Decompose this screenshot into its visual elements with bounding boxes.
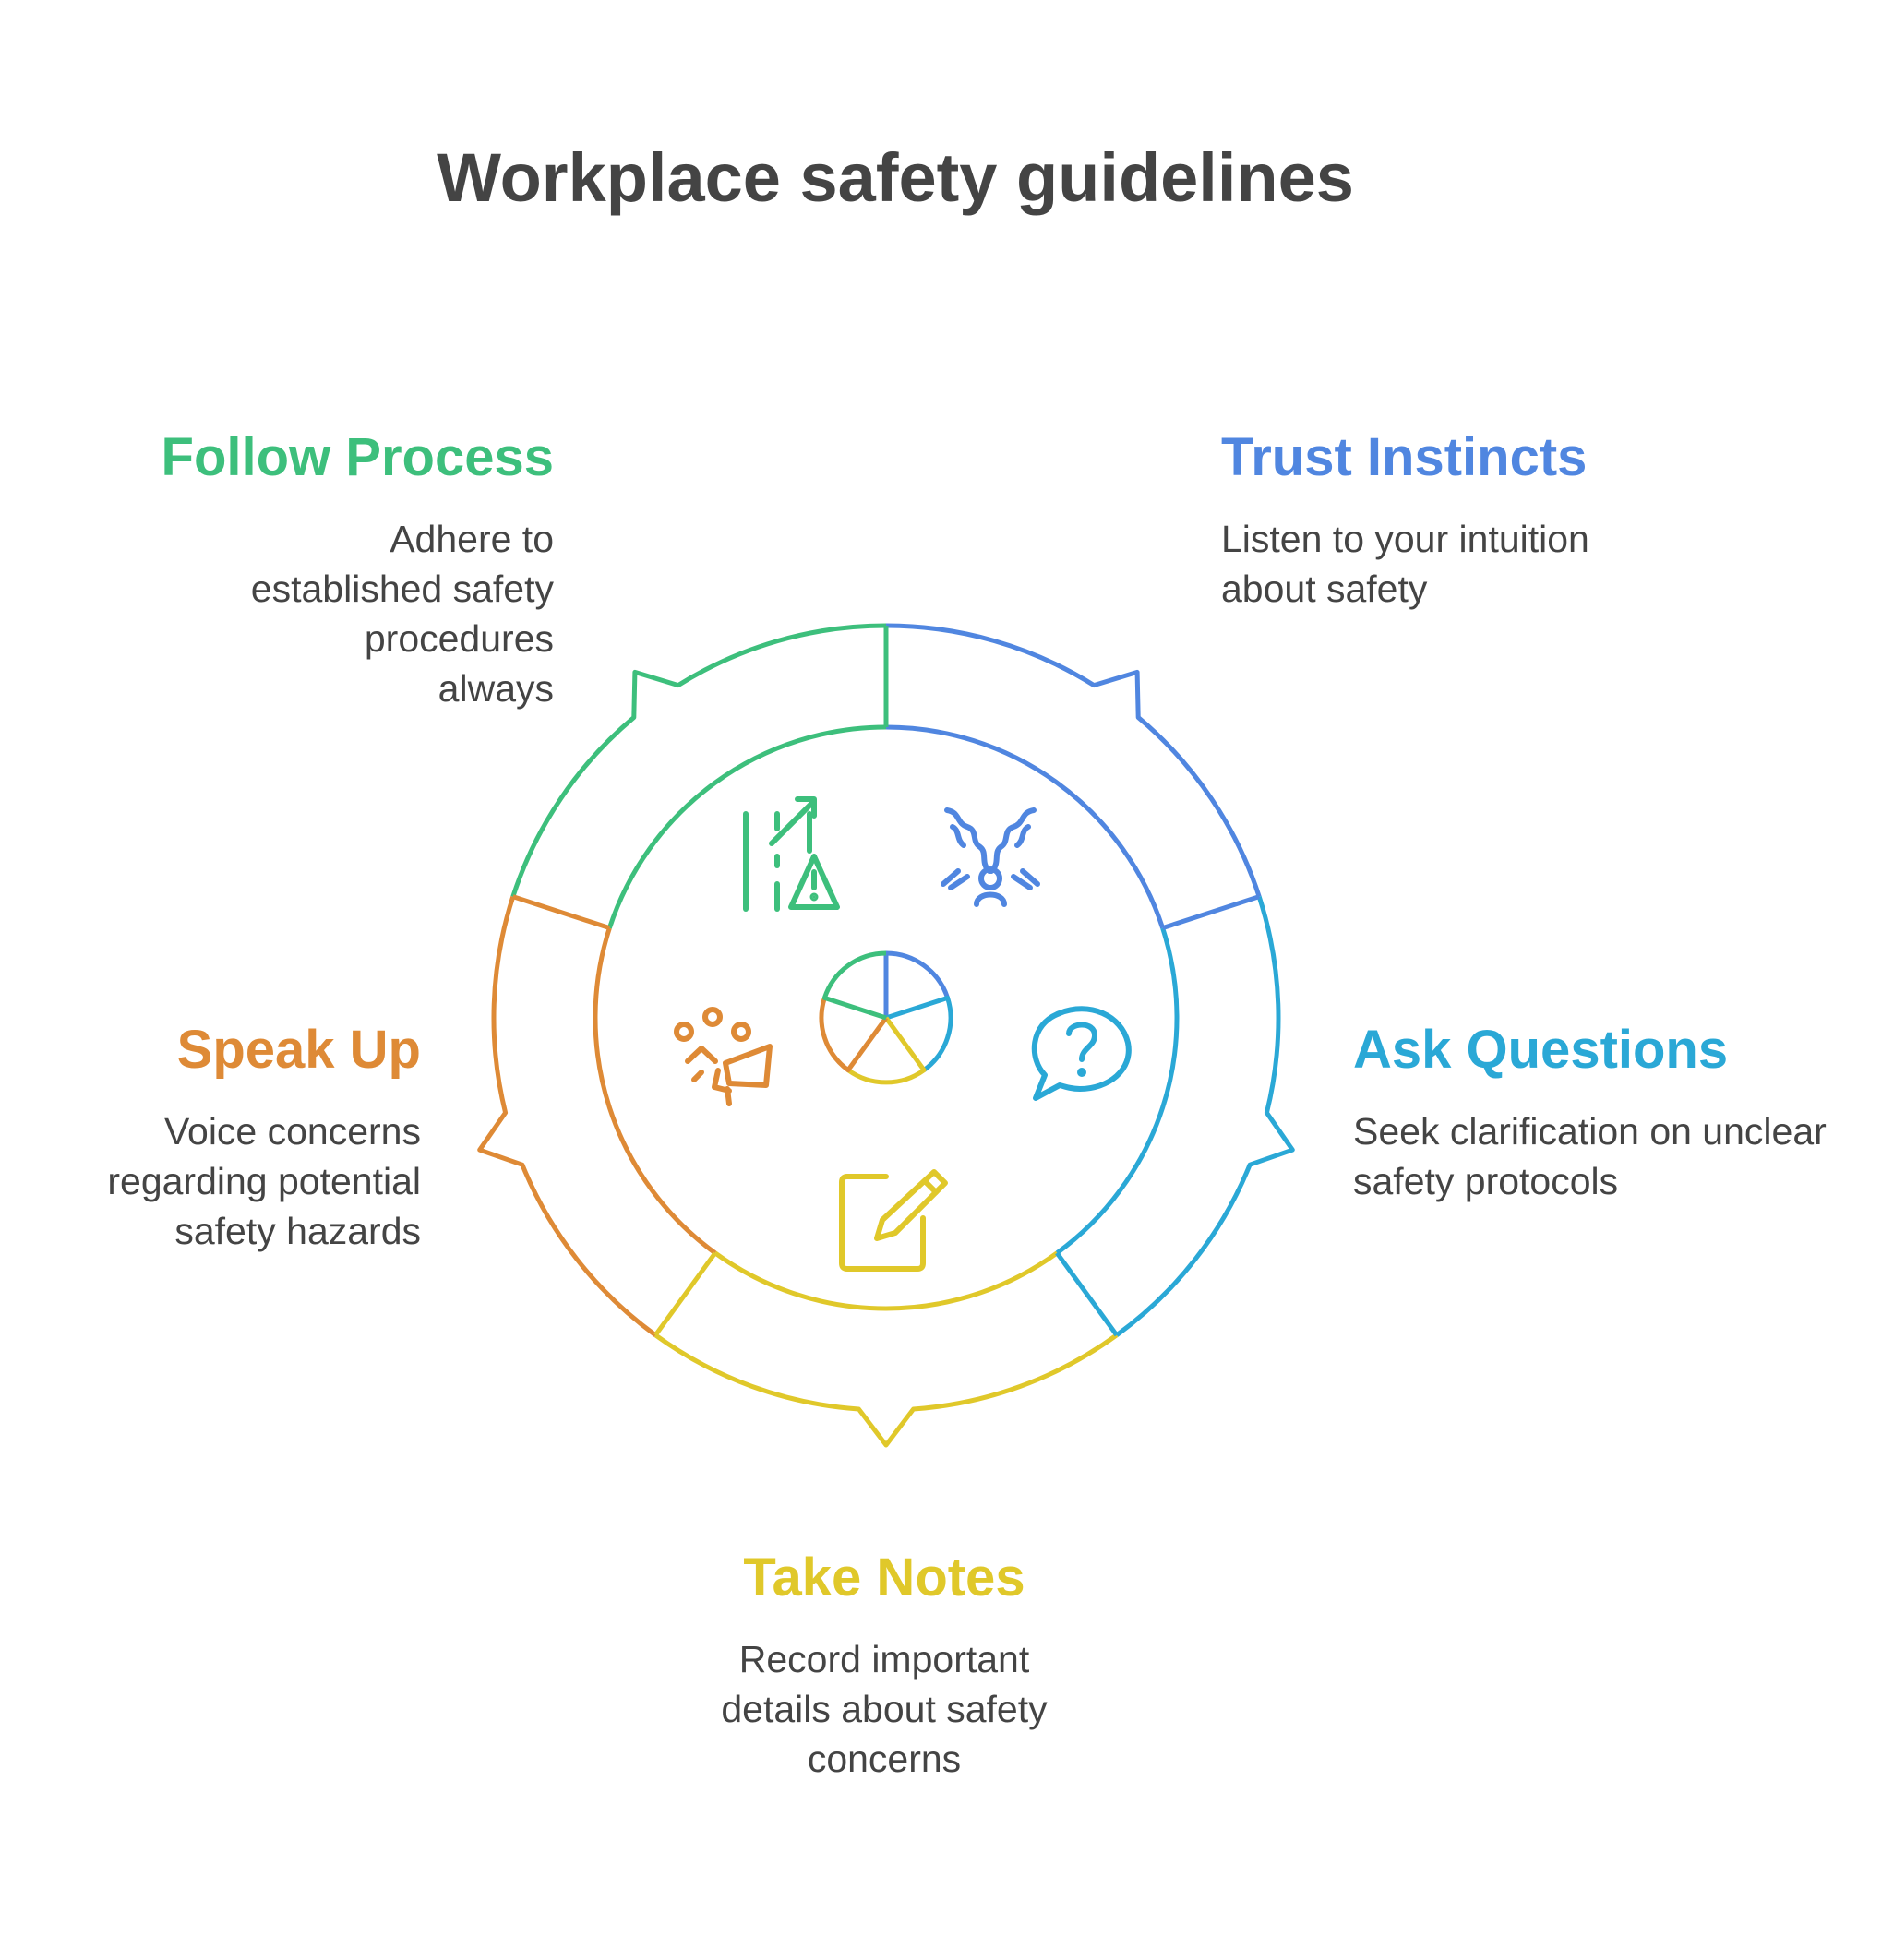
- follow-process-heading: Follow Process: [161, 427, 554, 487]
- pie-slice-ask: [885, 995, 953, 1072]
- pie-slice-notes: [846, 1016, 927, 1085]
- outer-arc-trust: [885, 623, 1262, 898]
- take-notes-description: Record important details about safety co…: [721, 1638, 1048, 1780]
- speak-up-description: Voice concerns regarding potential safet…: [107, 1110, 421, 1252]
- connector-speak: [512, 894, 611, 931]
- pie-slice-follow: [821, 950, 887, 1021]
- outer-arc-ask: [1115, 895, 1295, 1337]
- hazard-path-icon: [743, 796, 840, 912]
- connector-ask: [1055, 1251, 1119, 1337]
- pie-slice-speak: [819, 997, 889, 1073]
- question-bubble-icon: [1031, 1006, 1132, 1101]
- trust-instincts-description: Listen to your intuition about safety: [1221, 518, 1589, 610]
- ring-connectors: [512, 626, 1260, 1337]
- inner-arc-follow: [607, 724, 887, 929]
- ask-questions-label: Ask Questions Seek clarification on uncl…: [1353, 1019, 1833, 1206]
- megaphone-icon: [674, 1007, 773, 1106]
- outer-ring: [477, 623, 1295, 1448]
- note-pencil-icon: [839, 1169, 948, 1272]
- outer-arc-speak: [477, 895, 657, 1337]
- trust-instincts-heading: Trust Instincts: [1221, 427, 1588, 487]
- connector-trust: [1161, 894, 1260, 931]
- ask-questions-heading: Ask Questions: [1353, 1020, 1729, 1080]
- outer-arc-follow: [510, 623, 887, 898]
- pie-slice-trust: [883, 950, 950, 1018]
- center-pie-icon: [819, 950, 953, 1085]
- inner-ring: [593, 724, 1180, 1311]
- connector-notes: [653, 1251, 717, 1337]
- trust-instincts-label: Trust Instincts Listen to your intuition…: [1221, 426, 1646, 614]
- speak-up-label: Speak Up Voice concerns regarding potent…: [55, 1019, 421, 1256]
- inner-arc-notes: [713, 1250, 1059, 1311]
- take-notes-heading: Take Notes: [743, 1548, 1025, 1607]
- speak-up-heading: Speak Up: [176, 1020, 421, 1080]
- take-notes-label: Take Notes Record important details abou…: [681, 1547, 1087, 1784]
- follow-process-label: Follow Process Adhere to established saf…: [111, 426, 554, 713]
- ask-questions-description: Seek clarification on unclear safety pro…: [1353, 1110, 1827, 1202]
- follow-process-description: Adhere to established safety procedures …: [250, 518, 554, 710]
- inner-arc-speak: [593, 926, 717, 1255]
- inner-arc-ask: [1055, 926, 1180, 1255]
- outer-arc-notes: [653, 1333, 1119, 1448]
- page-title: Workplace safety guidelines: [437, 139, 1354, 216]
- inner-arc-trust: [885, 724, 1165, 929]
- intuition-icon: [941, 807, 1040, 907]
